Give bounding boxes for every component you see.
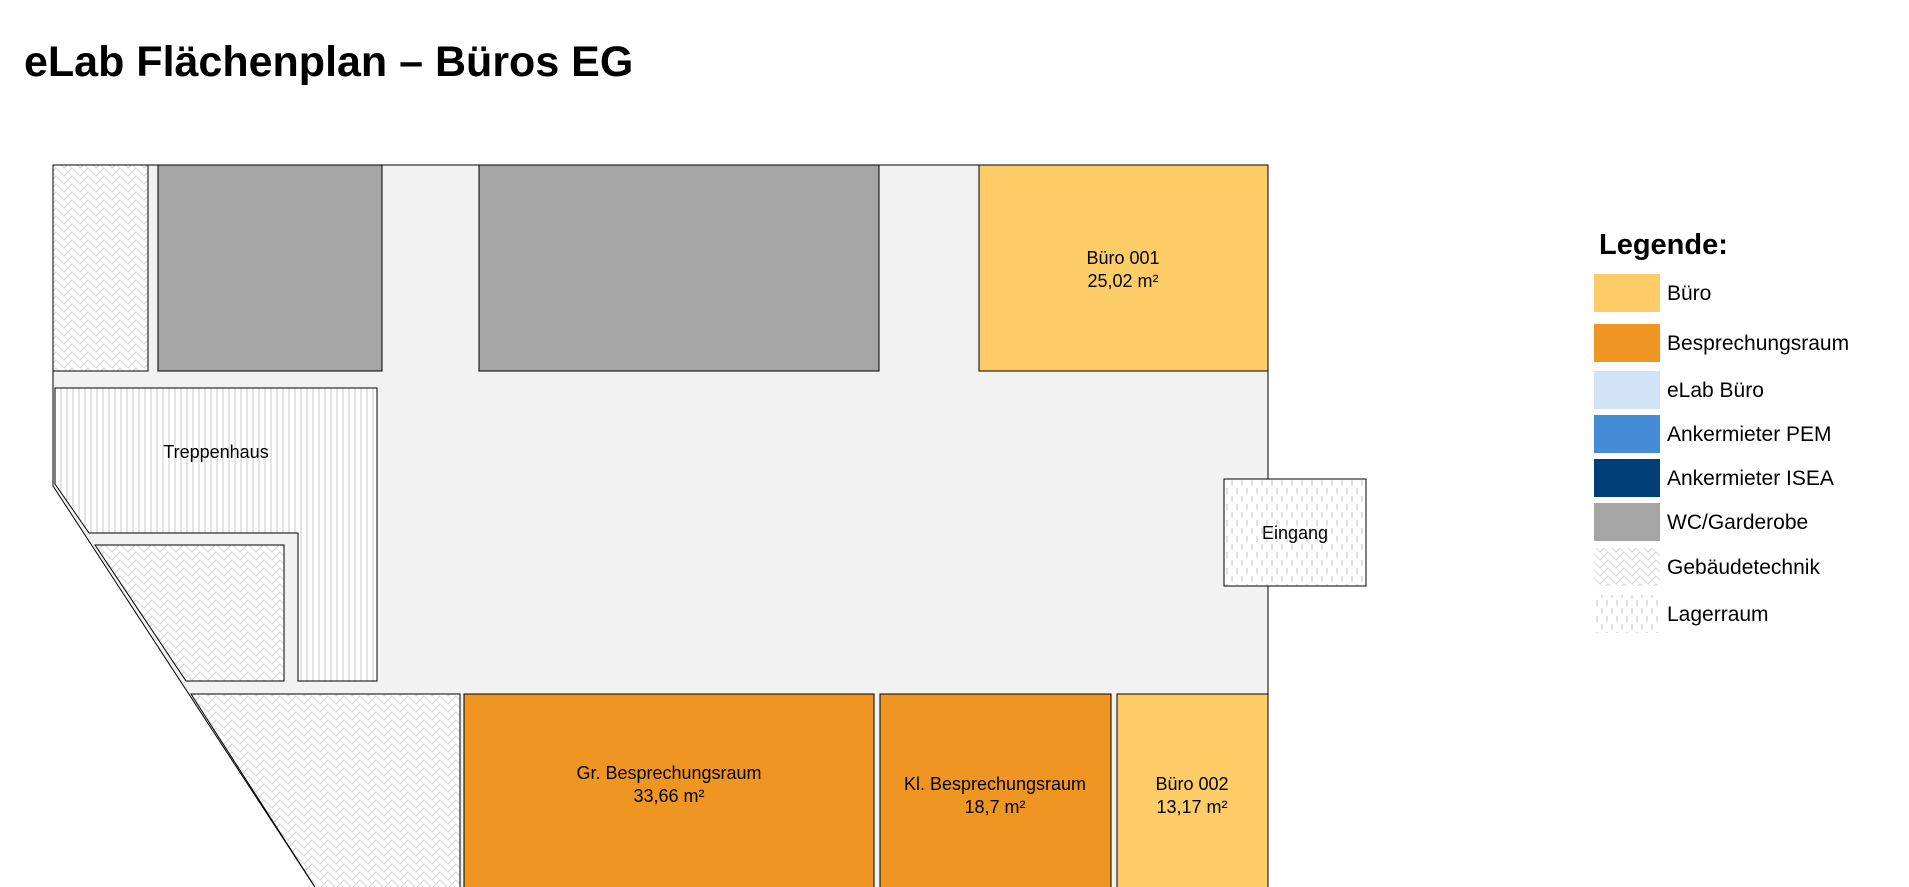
- legend-label: Gebäudetechnik: [1667, 556, 1820, 579]
- room-eingang-name: Eingang: [1262, 523, 1328, 543]
- room-kl-besprechungsraum-name: Kl. Besprechungsraum: [904, 774, 1086, 794]
- room-gr-besprechungsraum-area: 33,66 m²: [633, 786, 704, 806]
- page-title: eLab Flächenplan – Büros EG: [24, 38, 634, 86]
- legend-label: Lagerraum: [1667, 603, 1769, 626]
- room-buero-001-area: 25,02 m²: [1087, 271, 1158, 291]
- wc-garderobe-center: [478, 164, 880, 372]
- room-kl-besprechungsraum[interactable]: [879, 693, 1112, 887]
- legend-swatch: [1594, 274, 1660, 312]
- room-gr-besprechungsraum[interactable]: [463, 693, 875, 887]
- legend-label: Besprechungsraum: [1667, 332, 1849, 355]
- room-buero-002[interactable]: [1116, 693, 1269, 887]
- room-gr-besprechungsraum-name: Gr. Besprechungsraum: [576, 763, 761, 783]
- room-buero-001-name: Büro 001: [1086, 248, 1159, 268]
- room-buero-001[interactable]: [978, 164, 1269, 372]
- legend-swatch: [1594, 324, 1660, 362]
- wc-garderobe-left: [157, 164, 383, 372]
- room-kl-besprechungsraum-area: 18,7 m²: [964, 797, 1025, 817]
- legend-swatch: [1594, 503, 1660, 541]
- gebaeudetechnik-shaft-top: [52, 164, 149, 372]
- legend-swatch: [1594, 371, 1660, 409]
- legend-label: Büro: [1667, 282, 1711, 305]
- legend-label: Ankermieter ISEA: [1667, 467, 1834, 490]
- legend-label: WC/Garderobe: [1667, 511, 1808, 534]
- room-treppenhaus-name: Treppenhaus: [163, 442, 268, 462]
- legend-label: Ankermieter PEM: [1667, 423, 1832, 446]
- room-treppenhaus: [54, 387, 378, 682]
- gebaeudetechnik-stair: [94, 544, 285, 682]
- legend-swatch: [1594, 459, 1660, 497]
- room-eingang[interactable]: [1223, 478, 1367, 587]
- legend-swatch: [1594, 415, 1660, 453]
- legend-label: eLab Büro: [1667, 379, 1764, 402]
- room-buero-002-area: 13,17 m²: [1156, 797, 1227, 817]
- legend-swatch: [1594, 548, 1660, 586]
- legend-swatch: [1594, 595, 1660, 633]
- gebaeudetechnik-bottom: [190, 693, 461, 887]
- room-buero-002-name: Büro 002: [1155, 774, 1228, 794]
- legend-title: Legende:: [1599, 229, 1728, 261]
